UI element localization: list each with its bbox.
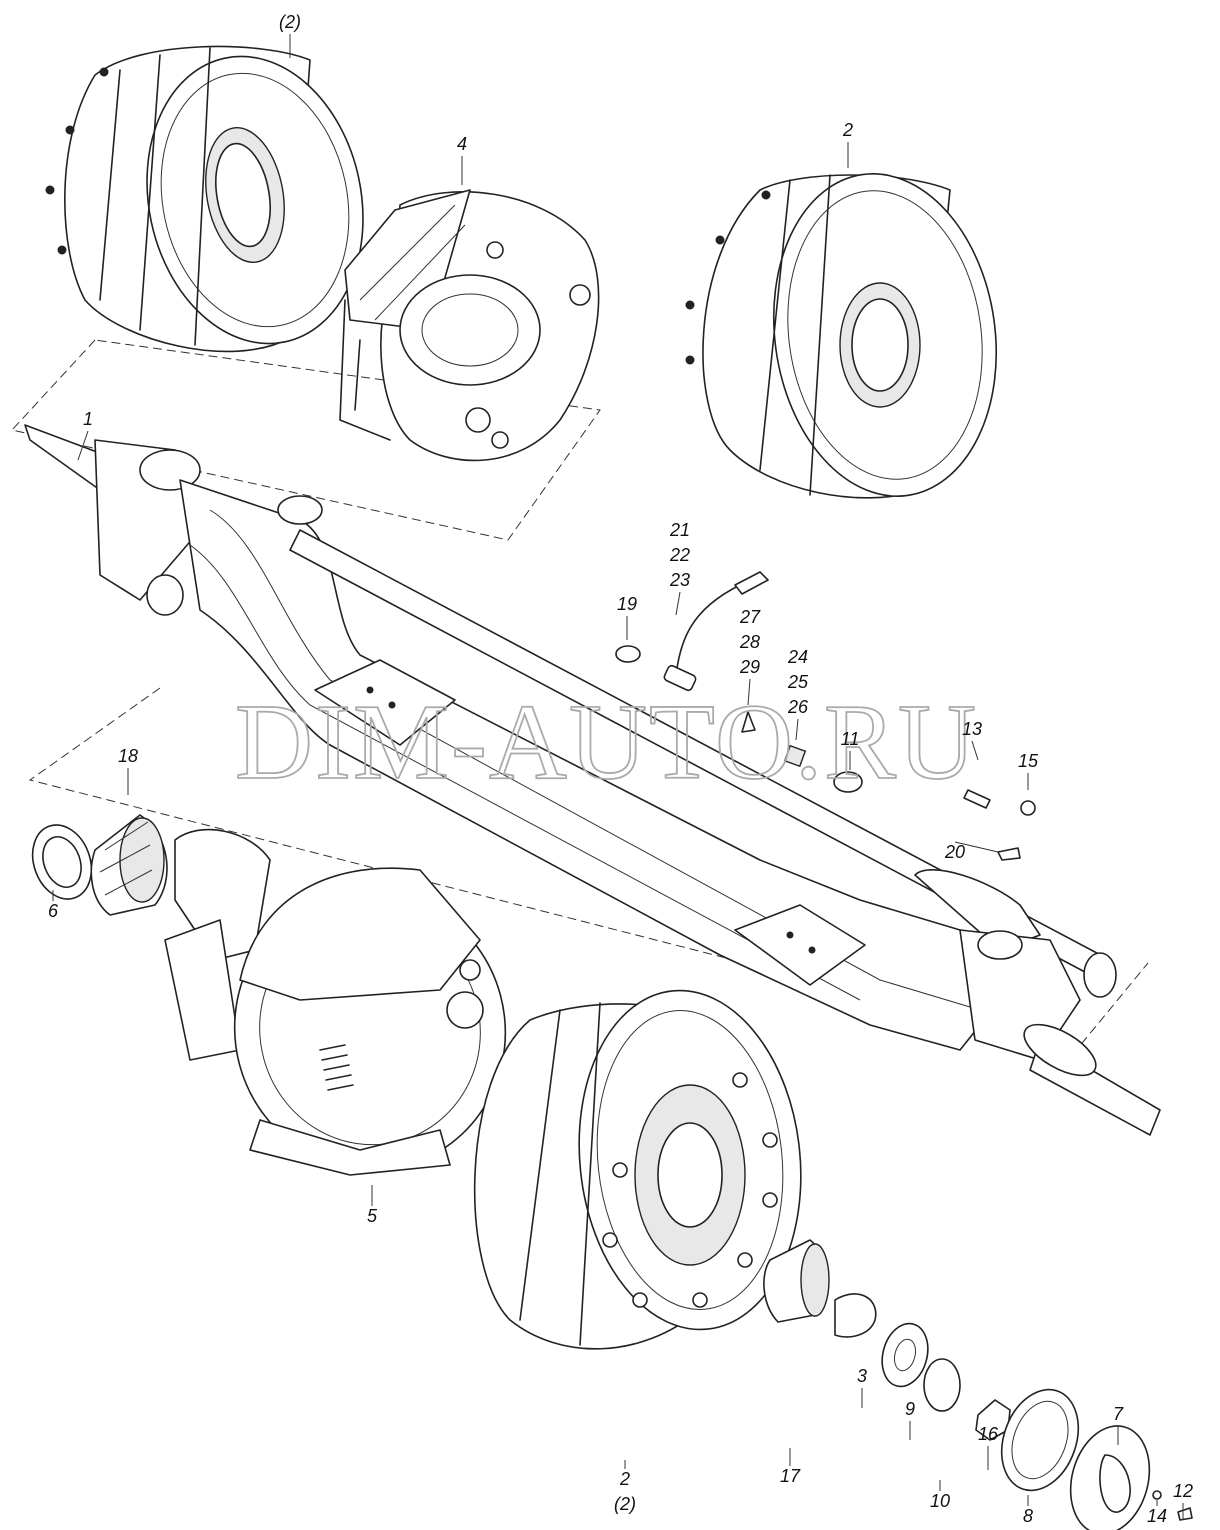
callout-label-c-2b: 2 bbox=[842, 120, 853, 140]
callout-label-c-2c: 2 bbox=[619, 1469, 630, 1489]
callout-label-c-13: 13 bbox=[962, 719, 982, 739]
callout-label-c-8: 8 bbox=[1023, 1506, 1033, 1526]
callout-label-c-6: 6 bbox=[48, 901, 59, 921]
callout-label-c-4: 4 bbox=[457, 134, 467, 154]
callout-label-c-21: 21 bbox=[669, 520, 690, 540]
sensor-cable-parts bbox=[615, 571, 1036, 861]
callout-label-c-19: 19 bbox=[617, 594, 637, 614]
callout-label-c-10: 10 bbox=[930, 1491, 950, 1511]
callout-label-c-2a: (2) bbox=[279, 12, 301, 32]
bearing-and-seal-left bbox=[31, 814, 168, 916]
callout-label-c-12: 12 bbox=[1173, 1481, 1193, 1501]
brake-drum-top-left bbox=[45, 45, 364, 353]
callout-label-c-28: 28 bbox=[739, 632, 760, 652]
front-axle-beam bbox=[24, 424, 1161, 1136]
callout-label-c-5: 5 bbox=[367, 1206, 378, 1226]
leader-line-c-20 bbox=[954, 841, 999, 853]
leader-line-c-26 bbox=[795, 718, 799, 741]
brake-shoe-assembly-top bbox=[339, 189, 600, 462]
callout-label-c-15: 15 bbox=[1018, 751, 1039, 771]
callout-label-c-24: 24 bbox=[787, 647, 808, 667]
callout-label-c-23: 23 bbox=[669, 570, 690, 590]
callout-label-c-9: 9 bbox=[905, 1399, 915, 1419]
callout-label-c-18: 18 bbox=[118, 746, 138, 766]
leader-line-c-13 bbox=[971, 740, 979, 761]
callout-label-c-2d: (2) bbox=[614, 1494, 636, 1514]
watermark: DIM-AUTO.RU bbox=[235, 683, 978, 802]
brake-drum-hub-lower bbox=[473, 989, 802, 1350]
brake-drum-top-right bbox=[685, 173, 998, 499]
brake-shoe-assembly-lower bbox=[164, 828, 507, 1176]
leader-line-c-1 bbox=[77, 430, 89, 461]
hub-small-parts bbox=[763, 1239, 1193, 1530]
callout-label-c-17: 17 bbox=[780, 1466, 801, 1486]
callout-label-c-7: 7 bbox=[1113, 1404, 1124, 1424]
callout-label-c-27: 27 bbox=[739, 607, 761, 627]
callout-label-c-25: 25 bbox=[787, 672, 809, 692]
callout-label-c-3: 3 bbox=[857, 1366, 867, 1386]
callout-label-c-16: 16 bbox=[978, 1424, 999, 1444]
leader-line-c-23 bbox=[675, 591, 681, 616]
lower-assembly-frame bbox=[28, 687, 1149, 1049]
callout-label-c-29: 29 bbox=[739, 657, 760, 677]
leader-line-c-29 bbox=[747, 678, 751, 706]
callout-label-c-14: 14 bbox=[1147, 1506, 1167, 1526]
callout-label-c-26: 26 bbox=[787, 697, 809, 717]
callout-label-c-20: 20 bbox=[944, 842, 965, 862]
callout-leaders bbox=[52, 34, 1184, 1520]
callout-label-c-22: 22 bbox=[669, 545, 690, 565]
callout-label-c-11: 11 bbox=[841, 729, 860, 749]
callout-label-c-1: 1 bbox=[83, 409, 93, 429]
